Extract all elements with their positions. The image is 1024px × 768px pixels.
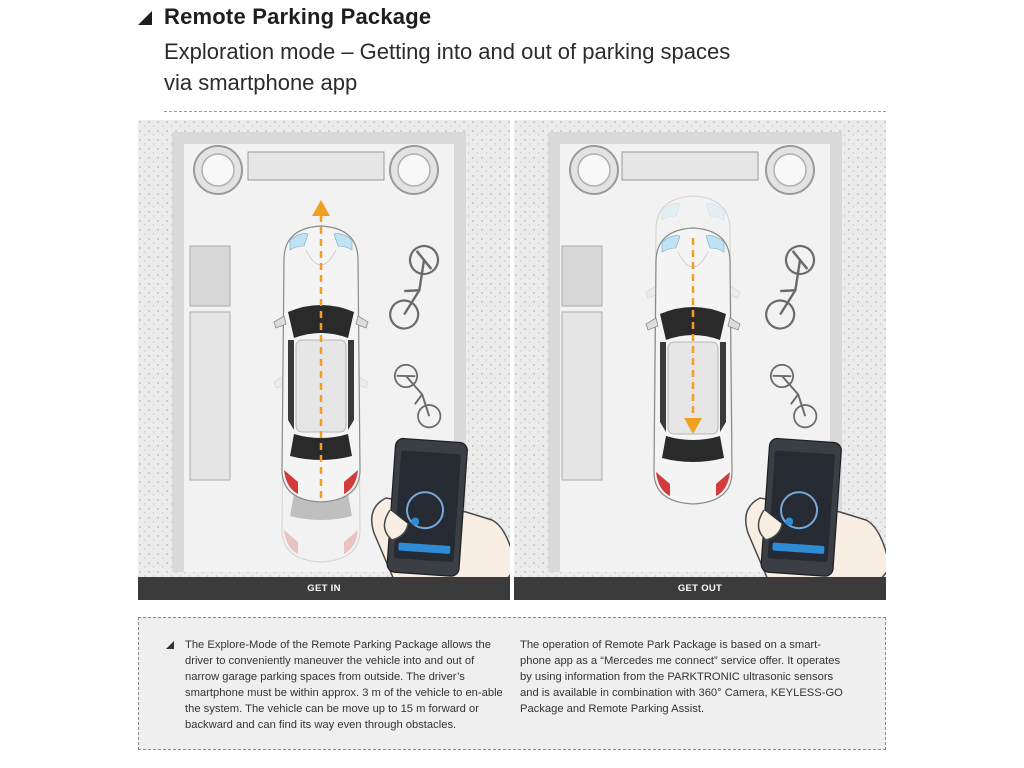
panel-get-out: GET OUT (514, 120, 886, 600)
info-text-col1: The Explore-Mode of the Remote Parking P… (185, 639, 503, 731)
arrow-up-icon (312, 200, 330, 216)
triangle-bullet-icon (166, 641, 174, 649)
panel-get-in: GET IN (138, 120, 510, 600)
info-text-col2: The operation of Remote Park Package is … (520, 639, 843, 715)
page-subtitle: Exploration mode – Getting into and out … (164, 36, 804, 98)
info-box: The Explore-Mode of the Remote Parking P… (138, 617, 886, 750)
page-title: Remote Parking Package (164, 4, 432, 29)
subtitle-line-1: Exploration mode – Getting into and out … (164, 39, 731, 64)
car-icon (645, 227, 741, 505)
dashed-divider (164, 111, 886, 112)
subtitle-line-2: via smartphone app (164, 70, 358, 95)
triangle-bullet-icon (138, 11, 152, 25)
get-out-illustration (514, 120, 886, 600)
header: Remote Parking Package (138, 4, 431, 30)
panel-label-get-in: GET IN (138, 577, 510, 600)
get-in-illustration (138, 120, 510, 600)
arrow-down-icon (684, 418, 702, 434)
panel-label-get-out: GET OUT (514, 577, 886, 600)
info-box-border (138, 617, 886, 750)
